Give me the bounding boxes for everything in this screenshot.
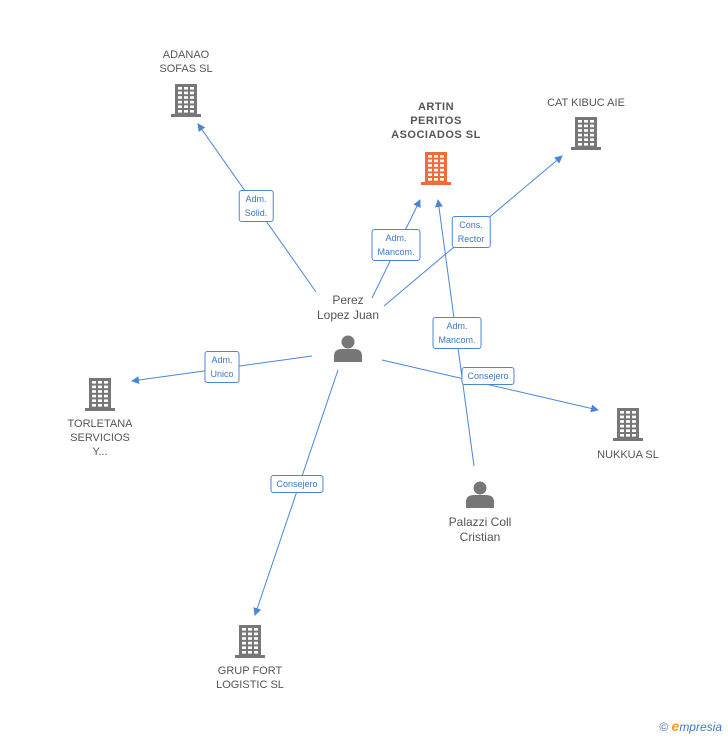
relation-label-perez-artin[interactable]: Adm. Mancom. [371, 229, 421, 261]
relation-label-text: Consejero [467, 371, 509, 381]
person-name-line: Palazzi Coll [448, 515, 512, 529]
relation-label-text: Unico [210, 369, 234, 379]
relation-label-text: Mancom. [377, 247, 415, 257]
brand-name: mpresia [679, 720, 722, 734]
company-name-line: CAT KIBUC AIE [547, 97, 625, 109]
relation-label-text: Adm. [385, 233, 407, 243]
company-name-line: Y... [92, 446, 108, 458]
building-icon-artin[interactable] [421, 152, 451, 185]
relation-label-perez-torletana[interactable]: Adm. Unico [204, 351, 240, 383]
company-name-line: PERITOS [410, 115, 462, 127]
relation-label-text: Adm. [446, 321, 468, 331]
edge-perez-to-nukkua [381, 359, 599, 413]
company-name-line: ARTIN [417, 101, 455, 113]
footer-brand: © empresia [659, 718, 722, 734]
company-name-line: ADANAO [162, 49, 210, 61]
person-icon-perez[interactable] [334, 335, 362, 363]
copyright-symbol: © [659, 720, 669, 734]
person-icon-palazzi[interactable] [466, 481, 494, 509]
relation-label-text: Cons. [459, 220, 483, 230]
building-icon-catkibuc[interactable] [571, 117, 601, 150]
company-name-line: TORLETANA [67, 418, 133, 430]
company-name-artin[interactable]: ARTIN PERITOS ASOCIADOS SL [391, 100, 481, 142]
relation-label-text: Adm. [211, 355, 233, 365]
company-name-line: SERVICIOS [70, 432, 130, 444]
company-name-line: LOGISTIC SL [216, 679, 284, 691]
relation-label-text: Mancom. [438, 335, 476, 345]
relation-label-perez-grupfort[interactable]: Consejero [270, 475, 324, 493]
brand-logo-initial: e [671, 718, 680, 734]
company-name-line: ASOCIADOS SL [391, 129, 481, 141]
relation-label-text: Adm. [245, 194, 267, 204]
company-name-adanao[interactable]: ADANAO SOFAS SL [159, 48, 212, 76]
relation-label-perez-adanao[interactable]: Adm. Solid. [238, 190, 274, 222]
relation-label-perez-nukkua[interactable]: Consejero [461, 367, 515, 385]
relation-label-text: Rector [457, 234, 485, 244]
company-name-line: SOFAS SL [159, 63, 213, 75]
relation-label-text: Consejero [276, 479, 318, 489]
company-name-line: NUKKUA SL [597, 449, 659, 461]
building-icon-grupfort[interactable] [235, 625, 265, 658]
company-name-line: GRUP FORT [217, 665, 283, 677]
company-name-catkibuc[interactable]: CAT KIBUC AIE [547, 96, 625, 110]
relation-label-text: Solid. [244, 208, 268, 218]
company-name-torletana[interactable]: TORLETANA SERVICIOS Y... [68, 417, 133, 459]
person-name-line: Perez [332, 293, 364, 307]
person-name-line: Cristian [459, 530, 501, 544]
company-name-nukkua[interactable]: NUKKUA SL [597, 448, 659, 462]
building-icon-torletana[interactable] [85, 378, 115, 411]
person-name-line: Lopez Juan [316, 308, 380, 322]
company-name-grupfort[interactable]: GRUP FORT LOGISTIC SL [216, 664, 284, 692]
relation-label-palazzi-artin[interactable]: Adm. Mancom. [432, 317, 482, 349]
building-icon-nukkua[interactable] [613, 408, 643, 441]
relation-label-perez-catkibuc[interactable]: Cons. Rector [451, 216, 491, 248]
building-icon-adanao[interactable] [171, 84, 201, 117]
